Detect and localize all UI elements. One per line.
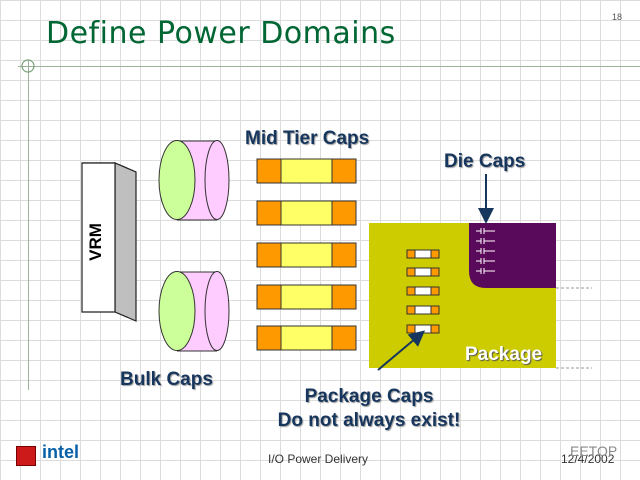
page-title: Define Power Domains xyxy=(46,16,396,51)
vrm-label: VRM xyxy=(86,223,105,261)
package-caps-line-2: Do not always exist! xyxy=(277,410,461,431)
title-divider-line xyxy=(18,66,640,67)
package-cap-4 xyxy=(406,305,440,315)
title-target-icon xyxy=(21,59,35,73)
bulk-caps-label: Bulk Caps xyxy=(120,369,213,390)
slide-number: 18 xyxy=(612,12,623,22)
bulk-cap-top xyxy=(158,140,230,221)
mid-tier-cap-1 xyxy=(256,158,357,184)
package-caps-label: Package Caps Do not always exist! xyxy=(264,386,474,432)
mid-tier-cap-2 xyxy=(256,200,357,226)
vrm-box xyxy=(81,162,137,322)
footer-title: I/O Power Delivery xyxy=(268,452,369,466)
package-caps-line-1: Package Caps xyxy=(304,386,434,407)
package-caps-arrow xyxy=(377,330,426,371)
cpu-chip-icon xyxy=(16,446,36,466)
mid-tier-cap-5 xyxy=(256,325,357,351)
bulk-cap-bottom xyxy=(158,271,230,352)
mid-tier-cap-3 xyxy=(256,242,357,268)
footer-logo: intel xyxy=(4,442,100,470)
mid-tier-caps-label: Mid Tier Caps xyxy=(245,128,370,149)
logo-text: intel xyxy=(42,442,80,462)
package-cap-3 xyxy=(406,286,440,296)
package-cap-2 xyxy=(406,267,440,277)
watermark-text: EETOP xyxy=(570,443,618,459)
die-caps-label: Die Caps xyxy=(444,151,526,172)
package-label: Package xyxy=(465,344,543,365)
die xyxy=(469,223,556,288)
footer-date: 12/4/2002 xyxy=(561,452,615,466)
left-margin-line xyxy=(28,60,29,390)
mid-tier-cap-4 xyxy=(256,284,357,310)
package-cap-5 xyxy=(406,324,440,334)
package-cap-1 xyxy=(406,249,440,259)
